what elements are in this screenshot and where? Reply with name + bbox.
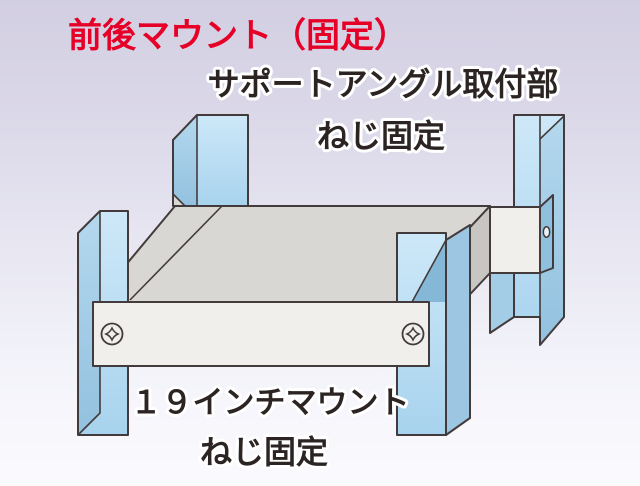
screw-icon — [100, 322, 124, 346]
front-panel — [92, 301, 430, 367]
label-support-angle: サポートアングル取付部 — [208, 65, 559, 103]
label-19inch-mount: １９インチマウント — [131, 385, 410, 421]
label-screw-fix-bottom: ねじ固定 — [200, 433, 328, 471]
rack-angle-rear-left — [172, 114, 249, 207]
screw-hole-icon — [542, 226, 551, 238]
label-screw-fix-top: ねじ固定 — [317, 117, 445, 155]
screw-icon — [401, 322, 425, 346]
support-arm — [489, 194, 554, 334]
diagram-title: 前後マウント（固定） — [68, 16, 408, 56]
